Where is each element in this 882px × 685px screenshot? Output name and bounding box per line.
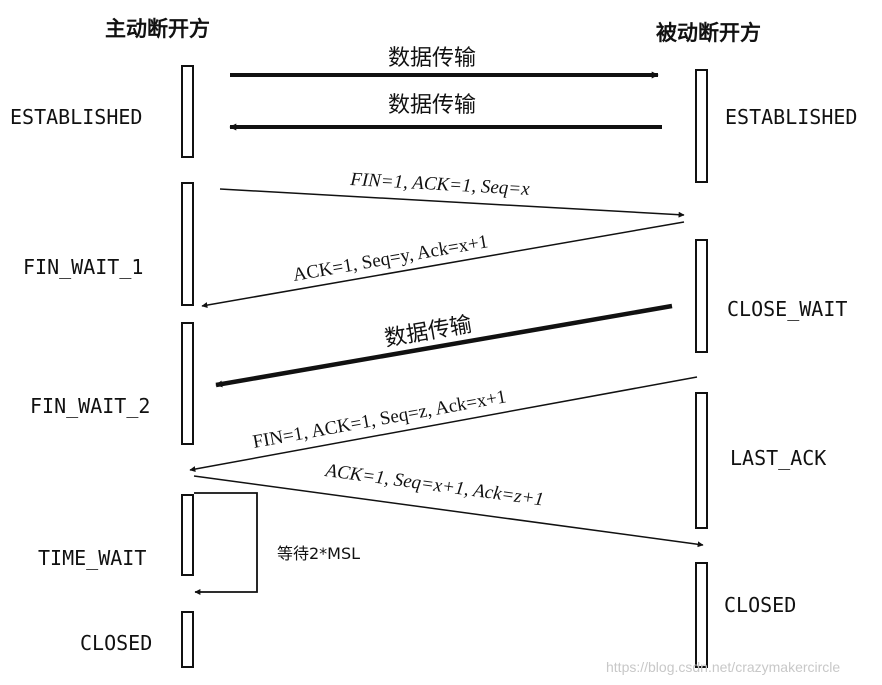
arrow-fin-1 (219, 188, 685, 218)
label-data-transfer-2: 数据传输 (388, 93, 476, 118)
arrow-ack-1 (201, 221, 685, 309)
label-ack-1: ACK=1, Seq=y, Ack=x+1 (291, 231, 490, 286)
left-state-closed: CLOSED (80, 631, 152, 655)
left-bar-established (181, 65, 194, 158)
left-state-established: ESTABLISHED (10, 105, 142, 129)
left-bar-time-wait (181, 494, 194, 576)
label-ack-2: ACK=1, Seq=x+1, Ack=z+1 (322, 460, 545, 511)
left-bar-fin-wait-2 (181, 322, 194, 445)
right-state-last-ack: LAST_ACK (730, 446, 826, 470)
label-wait-2msl: 等待2*MSL (277, 544, 360, 563)
arrow-ack-2 (193, 475, 704, 548)
right-bar-closed (695, 562, 708, 668)
right-bar-established (695, 69, 708, 183)
left-bar-closed (181, 611, 194, 668)
passive-closer-header: 被动断开方 (656, 20, 761, 45)
right-state-established: ESTABLISHED (725, 105, 857, 129)
label-fin-2: FIN=1, ACK=1, Seq=z, Ack=x+1 (251, 386, 508, 453)
active-closer-header: 主动断开方 (105, 16, 210, 41)
right-bar-close-wait (695, 239, 708, 353)
left-state-fin-wait-2: FIN_WAIT_2 (30, 394, 150, 418)
arrow-fin-2 (189, 376, 698, 472)
left-bar-fin-wait-1 (181, 182, 194, 306)
right-state-close-wait: CLOSE_WAIT (727, 297, 847, 321)
watermark: https://blog.csdn.net/crazymakercircle (606, 659, 840, 675)
label-data-transfer-1: 数据传输 (388, 46, 476, 71)
arrow-data-transfer-3 (215, 303, 673, 388)
right-bar-last-ack (695, 392, 708, 529)
left-state-fin-wait-1: FIN_WAIT_1 (23, 255, 143, 279)
right-state-closed: CLOSED (724, 593, 796, 617)
wait-loop-arrow (194, 492, 258, 595)
left-state-time-wait: TIME_WAIT (38, 546, 146, 570)
label-fin-1: FIN=1, ACK=1, Seq=x (349, 169, 531, 200)
